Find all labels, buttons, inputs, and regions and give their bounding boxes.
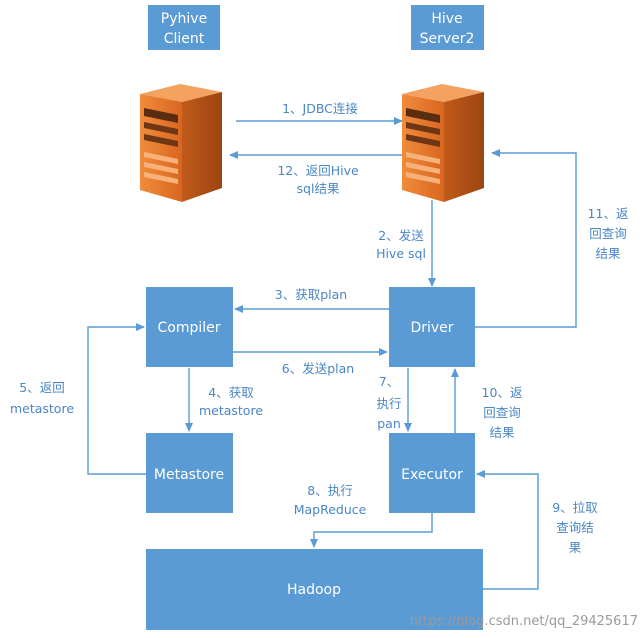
watermark: https://blog.csdn.net/qq_29425617 — [410, 614, 638, 629]
node-metastore-label: Metastore — [154, 467, 224, 483]
edge-label-6: 6、发送plan — [282, 361, 354, 376]
edge-8-execute-mapreduce — [310, 513, 433, 548]
edge-label-2-line2: Hive sql — [376, 246, 426, 261]
node-hadoop: Hadoop — [146, 549, 483, 630]
edge-label-12-line2: sql结果 — [297, 181, 340, 196]
header-hive-line1: Hive — [431, 11, 462, 27]
edge-label-11-line2: 回查询 — [589, 226, 627, 241]
edge-label-9-line3: 果 — [569, 540, 582, 555]
edge-label-11-line1: 11、返 — [588, 206, 629, 221]
edge-label-7-line1: 7、 — [379, 374, 399, 389]
edge-label-1: 1、JDBC连接 — [282, 101, 358, 116]
edge-label-4-line2: metastore — [199, 403, 263, 418]
node-driver: Driver — [389, 287, 475, 367]
node-driver-label: Driver — [410, 320, 453, 336]
edge-label-8-line2: MapReduce — [294, 502, 367, 517]
edge-label-7-line2: 执行 — [376, 396, 401, 411]
node-compiler: Compiler — [146, 287, 233, 367]
server-icon — [402, 84, 484, 202]
edge-label-10-line3: 结果 — [489, 425, 515, 440]
edge-label-2-line1: 2、发送 — [378, 228, 424, 243]
node-metastore: Metastore — [146, 433, 233, 513]
edge-label-12-line1: 12、返回Hive — [277, 163, 359, 178]
edge-label-10-line2: 回查询 — [483, 405, 521, 420]
edge-label-9-line1: 9、拉取 — [552, 500, 598, 515]
edge-label-3: 3、获取plan — [275, 287, 347, 302]
node-hadoop-label: Hadoop — [287, 582, 341, 598]
edge-label-5-line2: metastore — [10, 401, 74, 416]
node-executor-label: Executor — [401, 467, 463, 483]
header-hive-server2: Hive Server2 — [411, 5, 484, 50]
header-pyhive-line2: Client — [164, 31, 205, 47]
edge-label-4-line1: 4、获取 — [208, 385, 254, 400]
edge-11-return-result — [475, 149, 577, 328]
edge-label-5-line1: 5、返回 — [19, 380, 64, 395]
header-pyhive-client: Pyhive Client — [148, 5, 220, 50]
edge-label-10-line1: 10、返 — [482, 385, 523, 400]
node-executor: Executor — [389, 433, 475, 513]
edge-label-8-line1: 8、执行 — [307, 483, 352, 498]
server-icon — [140, 84, 222, 202]
edge-label-11-line3: 结果 — [595, 246, 621, 261]
edge-label-9-line2: 查询结 — [556, 520, 594, 535]
node-compiler-label: Compiler — [157, 320, 220, 336]
header-pyhive-line1: Pyhive — [161, 11, 207, 27]
edge-label-7-line3: pan — [377, 416, 401, 431]
edge-5-return-metastore — [87, 323, 146, 475]
edge-9-pull-result — [476, 470, 539, 590]
header-hive-line2: Server2 — [420, 31, 475, 47]
